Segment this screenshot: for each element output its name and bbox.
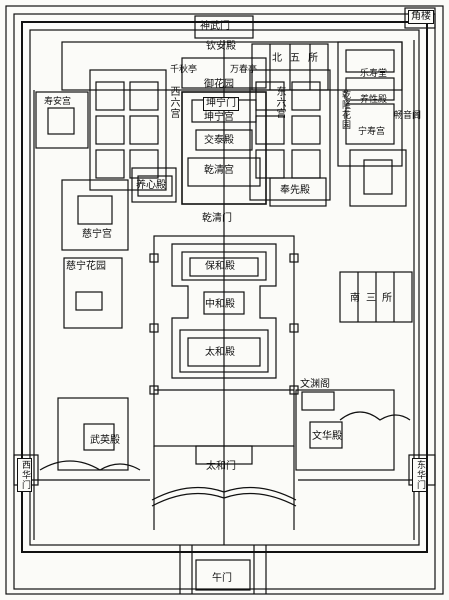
label-wanchunting: 万春亭: [230, 65, 258, 75]
label-taihedian: 太和殿: [205, 347, 235, 358]
inner-court-wall: [181, 91, 267, 205]
label-ningshougong: 宁寿宫: [358, 127, 386, 137]
label-yangxindian: 养心殿: [136, 180, 166, 191]
label-qianqinggong: 乾清宫: [204, 165, 234, 176]
label-wenyuange: 文渊阁: [300, 379, 330, 390]
outer-moat: [5, 5, 444, 595]
label-nansansuo: 南三所: [350, 293, 398, 304]
label-cininggong: 慈宁宫: [82, 229, 112, 240]
west-six-palaces: [89, 69, 167, 191]
label-wumen: 午门: [212, 573, 232, 584]
label-beiwusuo: 北五所: [272, 53, 326, 64]
jiaotaidian-hall: [195, 129, 253, 151]
wuyingdian-block: [57, 397, 129, 471]
label-ciningyuan: 慈宁花园: [66, 261, 106, 272]
label-dongliugong: 东六宫: [274, 86, 285, 119]
label-kunninggong: 坤宁宫: [204, 112, 234, 123]
label-wenhuadian: 文华殿: [312, 431, 342, 442]
three-hall-terrace: [171, 243, 277, 379]
baohedian-hall: [181, 251, 267, 281]
label-qianqiuting: 千秋亭: [170, 65, 198, 75]
label-qianlonghuayuan: 乾隆花园: [340, 90, 350, 130]
label-yuhuayuan: 御花园: [204, 79, 234, 90]
label-shenwumen: 神武门: [200, 21, 230, 32]
wumen-gate: [179, 545, 267, 594]
label-donghuamen: 东华门: [412, 458, 427, 492]
label-baohedian: 保和殿: [205, 261, 235, 272]
label-jiaolou: 角楼: [408, 10, 434, 24]
label-shouangong: 寿安宫: [44, 97, 72, 107]
taihemen-gate: [195, 445, 253, 465]
palace-wall: [21, 21, 428, 553]
wenyuange-block: [301, 391, 335, 411]
label-taihemen: 太和门: [206, 461, 236, 472]
moat-inner: [13, 13, 436, 590]
label-zhonghedian: 中和殿: [205, 299, 235, 310]
label-kunningmen: 坤宁门: [203, 97, 239, 111]
label-leshoutang: 乐寿堂: [360, 69, 388, 79]
label-fengxiandian: 奉先殿: [280, 185, 310, 196]
fengxiandian-block: [269, 177, 327, 207]
golden-water-river: [151, 486, 297, 501]
wenhuadian-block: [295, 389, 395, 471]
qianqinggong-hall: [187, 157, 261, 187]
ciningyuan-block: [63, 257, 123, 329]
shenwumen-gate: [194, 15, 254, 39]
label-xihuamen: 西华门: [17, 458, 32, 492]
label-qinandian: 钦安殿: [206, 41, 236, 52]
imperial-garden: [181, 57, 267, 89]
shouangong-block: [35, 91, 89, 149]
label-changyinge: 畅音阁: [394, 111, 422, 121]
corner-tower: [404, 7, 436, 29]
zhonghedian-hall: [203, 291, 245, 315]
cininggong-block: [61, 179, 129, 251]
label-yangxingdian: 养性殿: [360, 95, 388, 105]
taihedian-hall: [179, 329, 269, 373]
ningshou-district: [337, 41, 403, 167]
label-jiaotaidian: 交泰殿: [204, 135, 234, 146]
label-xiliugong: 西六宫: [168, 86, 179, 119]
wumen-tower: [195, 559, 251, 591]
yangxindian-block: [131, 167, 177, 203]
east-six-palaces: [249, 69, 331, 201]
label-wuyingdian: 武英殿: [90, 435, 120, 446]
label-qianqingmen: 乾清门: [202, 213, 232, 224]
